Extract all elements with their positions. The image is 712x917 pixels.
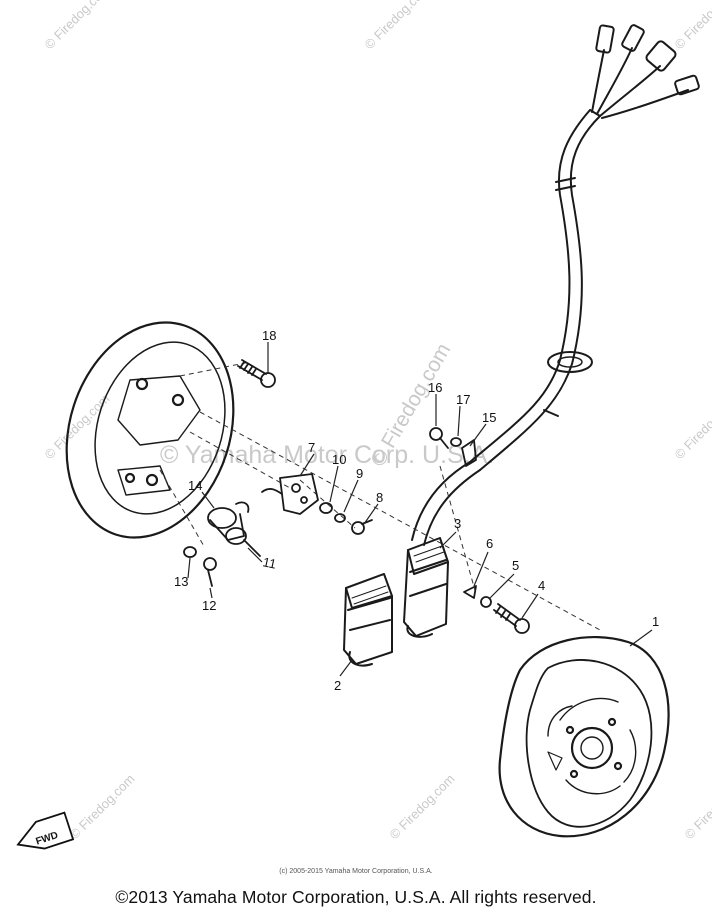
watermark-tile: © Firedog.com <box>42 0 113 52</box>
screw-8 <box>351 519 373 535</box>
stator-base-plate <box>65 321 235 539</box>
callout-14: 14 <box>188 478 202 493</box>
callout-10: 10 <box>332 452 346 467</box>
source-coil-2 <box>343 573 393 667</box>
leader-lines <box>187 342 653 677</box>
screw-18 <box>237 359 276 388</box>
key-6 <box>463 585 477 599</box>
watermark-tiles: © Firedog.com © Firedog.com © Firedog.co… <box>42 0 712 842</box>
callout-3: 3 <box>454 516 461 531</box>
screw-16 <box>429 427 449 449</box>
washer-17 <box>450 437 462 447</box>
callout-6: 6 <box>486 536 493 551</box>
callout-15: 15 <box>482 410 496 425</box>
washer-9 <box>334 513 346 523</box>
callout-12: 12 <box>202 598 216 613</box>
watermark-tile: © Firedog.com <box>682 771 712 842</box>
watermark-tile: © Firedog.com <box>387 771 458 842</box>
callout-2: 2 <box>334 678 341 693</box>
watermark-tile: © Firedog.com <box>672 0 712 52</box>
callout-5: 5 <box>512 558 519 573</box>
washer-5 <box>480 596 492 608</box>
bolt-4 <box>493 603 530 634</box>
callout-7: 7 <box>308 440 315 455</box>
screw-12 <box>203 557 217 587</box>
callout-1: 1 <box>652 614 659 629</box>
watermark-center: © Yamaha Motor Corp. U.S.A. <box>160 441 494 469</box>
charging-coil-3 <box>403 537 449 638</box>
watermark-tile: © Firedog.com <box>42 391 113 462</box>
washer-10 <box>319 502 333 514</box>
copyright-notice: ©2013 Yamaha Motor Corporation, U.S.A. A… <box>115 887 597 907</box>
callout-13: 13 <box>174 574 188 589</box>
washer-13 <box>183 546 197 558</box>
watermark-tile: © Firedog.com <box>67 771 138 842</box>
alignment-lines <box>159 361 601 631</box>
callout-11: 11 <box>261 554 277 571</box>
callouts: 1 2 3 4 5 6 7 8 9 10 11 12 13 14 15 16 1… <box>174 328 659 693</box>
callout-4: 4 <box>538 578 545 593</box>
clamp-15 <box>461 439 477 467</box>
callout-8: 8 <box>376 490 383 505</box>
callout-16: 16 <box>428 380 442 395</box>
callout-17: 17 <box>456 392 470 407</box>
watermark-tile: © Firedog.com <box>672 391 712 462</box>
small-credit: (c) 2005-2015 Yamaha Motor Corporation, … <box>279 868 433 875</box>
watermark-tile: © Firedog.com <box>362 0 433 52</box>
condenser-14 <box>207 501 261 557</box>
callout-18: 18 <box>262 328 276 343</box>
contact-breaker-7 <box>261 473 319 515</box>
fwd-arrow-icon: FWD <box>16 811 75 850</box>
callout-9: 9 <box>356 466 363 481</box>
flywheel-rotor-1 <box>498 635 670 838</box>
